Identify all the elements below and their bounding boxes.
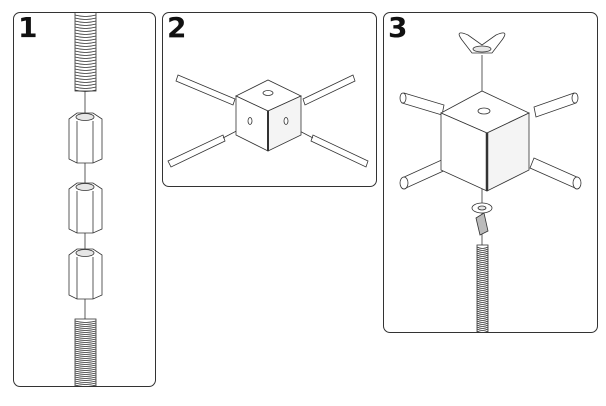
step-1-panel: 1 [13, 12, 156, 387]
rods [399, 92, 582, 190]
coupling-nuts-illustration [68, 13, 103, 386]
step-3-panel: 3 [383, 12, 598, 333]
wing-nut-assembly-illustration [399, 32, 582, 332]
step-number: 2 [167, 12, 187, 44]
coupling-nut [68, 112, 103, 164]
threaded-rod-top [74, 13, 97, 92]
cube [440, 90, 530, 192]
step-number: 1 [18, 12, 38, 44]
cube-connector-illustration [167, 74, 369, 168]
step-number: 3 [388, 12, 408, 44]
coupling-nut [68, 248, 103, 300]
threaded-rod-bottom [74, 318, 97, 386]
step-2-panel: 2 [162, 12, 377, 187]
wing-nut-top [458, 32, 506, 54]
coupling-nut [68, 182, 103, 234]
cube [235, 79, 302, 152]
wing-nut-bottom [471, 202, 493, 236]
threaded-rod [476, 244, 489, 332]
